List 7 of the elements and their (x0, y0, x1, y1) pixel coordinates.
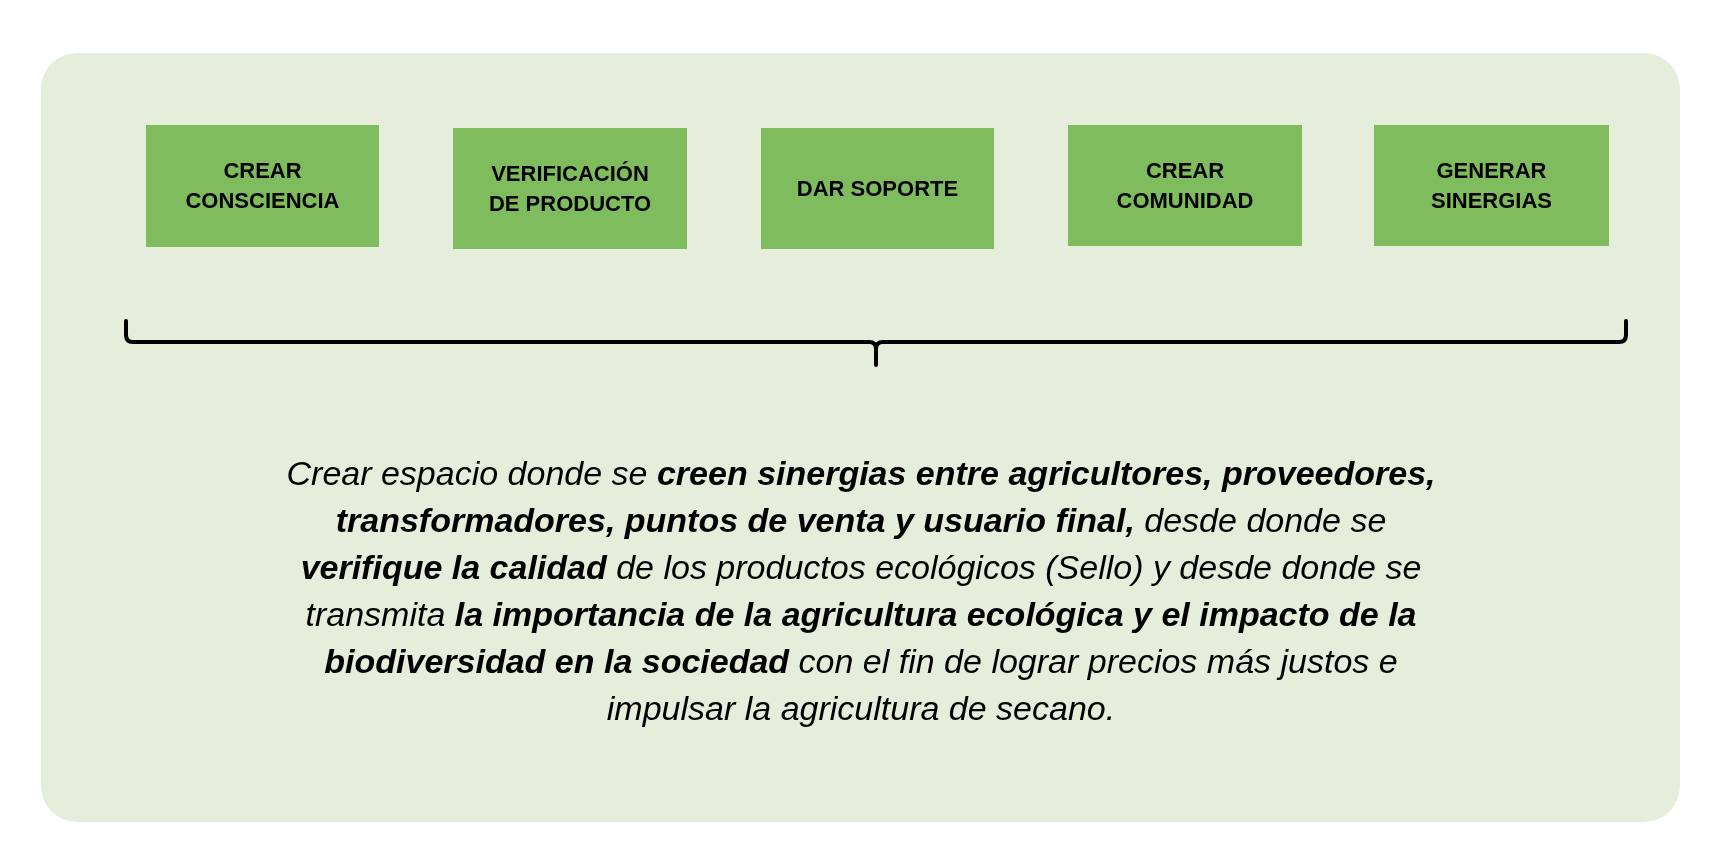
activity-box: DAR SOPORTE (761, 128, 994, 249)
description-paragraph: Crear espacio donde se creen sinergias entre agricultores, proveedores, transformadores, puntos de venta y usuario final, desde donde se verifique la calidad de los productos ecológicos (Sello) y desde donde se transmita la importancia de la agricultura ecológica y el impacto de la biodiversidad en la sociedad con el fin de lograr precios más justos e impulsar la agricultura de secano. (285, 453, 1437, 729)
activity-box: CREAR CONSCIENCIA (146, 125, 379, 247)
activity-box: VERIFICACIÓN DE PRODUCTO (453, 128, 687, 249)
activity-box: CREAR COMUNIDAD (1068, 125, 1302, 246)
activity-box: GENERAR SINERGIAS (1374, 125, 1609, 246)
panel-background (41, 53, 1680, 822)
